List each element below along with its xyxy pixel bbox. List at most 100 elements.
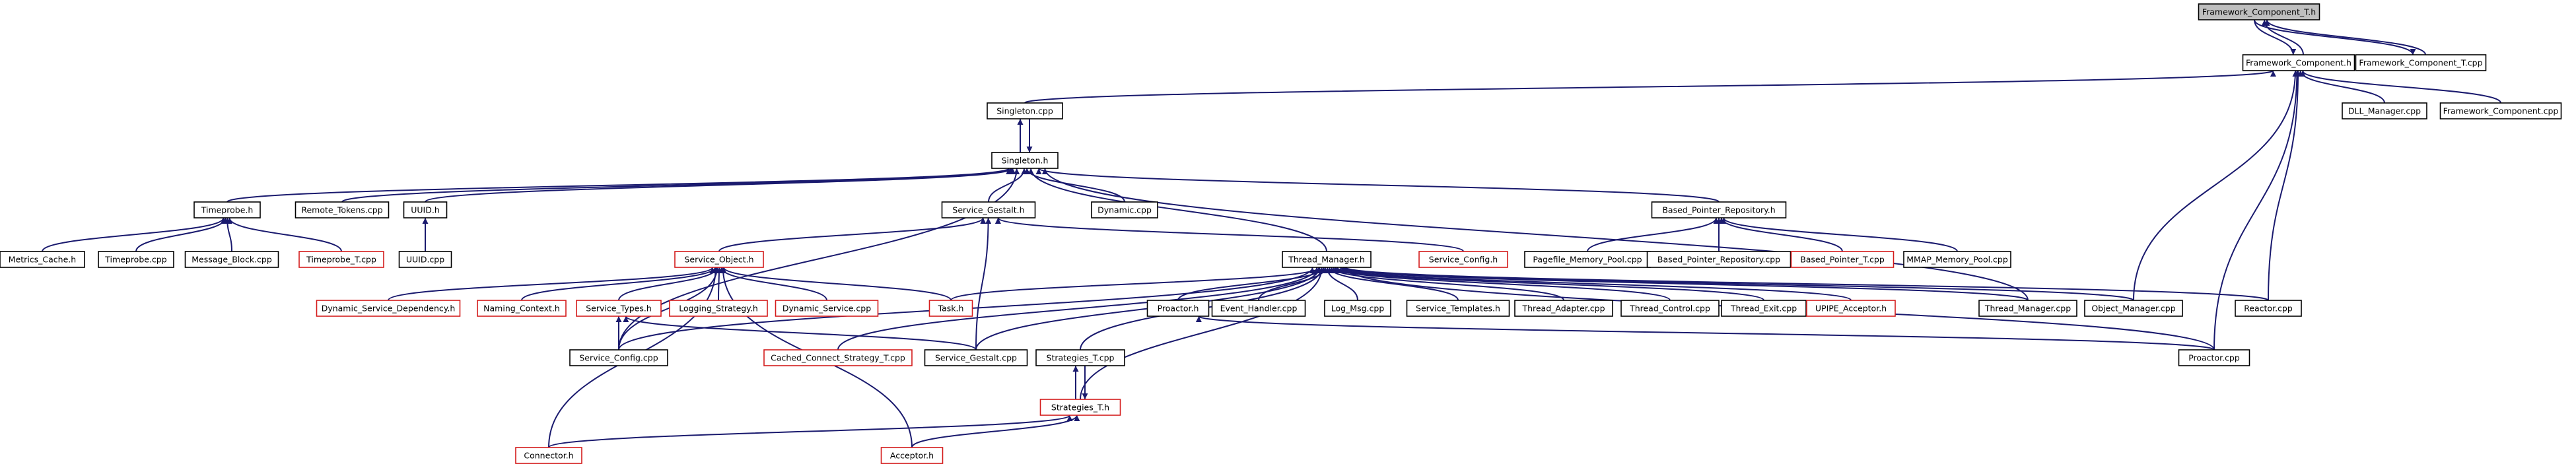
node-service-object-h[interactable]: Service_Object.h bbox=[674, 251, 764, 268]
node-naming-context-h[interactable]: Naming_Context.h bbox=[477, 300, 567, 317]
node-label: Message_Block.cpp bbox=[191, 255, 272, 265]
node-log-msg-cpp[interactable]: Log_Msg.cpp bbox=[1324, 300, 1391, 317]
node-label: Task.h bbox=[938, 304, 964, 314]
node-acceptor-h[interactable]: Acceptor.h bbox=[880, 447, 944, 464]
node-label: Object_Manager.cpp bbox=[2091, 304, 2175, 314]
node-service-config-h[interactable]: Service_Config.h bbox=[1418, 251, 1508, 268]
node-event-handler-cpp[interactable]: Event_Handler.cpp bbox=[1211, 300, 1306, 317]
node-box bbox=[1790, 251, 1895, 268]
node-dynamic-service-dependency-h[interactable]: Dynamic_Service_Dependency.h bbox=[316, 300, 461, 317]
node-service-templates-h[interactable]: Service_Templates.h bbox=[1406, 300, 1510, 317]
node-remote-tokens-cpp[interactable]: Remote_Tokens.cpp bbox=[295, 201, 390, 218]
node-based-pointer-t-cpp[interactable]: Based_Pointer_T.cpp bbox=[1790, 251, 1895, 268]
node-service-config-cpp[interactable]: Service_Config.cpp bbox=[569, 349, 668, 366]
node-thread-adapter-cpp[interactable]: Thread_Adapter.cpp bbox=[1514, 300, 1613, 317]
node-box bbox=[1091, 201, 1158, 218]
node-uuid-h[interactable]: UUID.h bbox=[403, 201, 448, 218]
node-box bbox=[2242, 54, 2355, 71]
node-task-h[interactable]: Task.h bbox=[928, 300, 973, 317]
node-label: Thread_Exit.cpp bbox=[1730, 304, 1797, 314]
node-framework-component-h[interactable]: Framework_Component.h bbox=[2242, 54, 2355, 71]
node-label: Dynamic.cpp bbox=[1097, 205, 1152, 215]
edge-dll-manager-cpp-to-framework-component-h bbox=[2297, 70, 2385, 104]
node-box bbox=[2355, 54, 2487, 71]
node-framework-component-t-cpp[interactable]: Framework_Component_T.cpp bbox=[2355, 54, 2487, 71]
node-box bbox=[569, 349, 668, 366]
node-message-block-cpp[interactable]: Message_Block.cpp bbox=[184, 251, 279, 268]
edge-reactor-cpp-to-thread-manager-h bbox=[1342, 267, 2269, 301]
node-label: Dynamic_Service.cpp bbox=[783, 304, 871, 314]
node-cached-connect-strategy-t-cpp[interactable]: Cached_Connect_Strategy_T.cpp bbox=[763, 349, 913, 366]
node-box bbox=[2084, 300, 2183, 317]
node-mmap-memory-pool-cpp[interactable]: MMAP_Memory_Pool.cpp bbox=[1903, 251, 2011, 268]
node-upipe-acceptor-h[interactable]: UPIPE_Acceptor.h bbox=[1806, 300, 1896, 317]
node-box bbox=[2198, 3, 2320, 20]
node-label: Cached_Connect_Strategy_T.cpp bbox=[771, 353, 905, 363]
node-based-pointer-repository-cpp[interactable]: Based_Pointer_Repository.cpp bbox=[1646, 251, 1792, 268]
edge-dynamic-service-dependency-h-to-service-object-h bbox=[388, 267, 716, 301]
node-connector-h[interactable]: Connector.h bbox=[515, 447, 582, 464]
node-box bbox=[576, 300, 662, 317]
node-service-types-h[interactable]: Service_Types.h bbox=[576, 300, 662, 317]
node-box bbox=[1418, 251, 1508, 268]
edge-thread-manager-cpp-to-singleton-h bbox=[1042, 168, 2029, 301]
edge-cached-connect-strategy-t-cpp-to-thread-manager-h bbox=[837, 267, 1320, 351]
node-label: Framework_Component.cpp bbox=[2443, 106, 2559, 116]
node-timeprobe-t-cpp[interactable]: Timeprobe_T.cpp bbox=[298, 251, 384, 268]
node-dll-manager-cpp[interactable]: DLL_Manager.cpp bbox=[2342, 102, 2427, 119]
node-framework-component-cpp[interactable]: Framework_Component.cpp bbox=[2439, 102, 2562, 119]
edge-thread-exit-cpp-to-thread-manager-h bbox=[1332, 267, 1764, 301]
edge-proactor-h-to-thread-manager-h bbox=[1177, 267, 1327, 301]
node-thread-manager-h[interactable]: Thread_Manager.h bbox=[1282, 251, 1372, 268]
node-box bbox=[1211, 300, 1306, 317]
edge-service-gestalt-h-to-singleton-h bbox=[988, 168, 1027, 203]
node-timeprobe-h[interactable]: Timeprobe.h bbox=[193, 201, 261, 218]
node-box bbox=[398, 251, 452, 268]
edge-upipe-acceptor-h-to-thread-manager-h bbox=[1334, 267, 1852, 301]
node-thread-manager-cpp[interactable]: Thread_Manager.cpp bbox=[1978, 300, 2077, 317]
node-label: Log_Msg.cpp bbox=[1331, 304, 1385, 314]
node-timeprobe-cpp[interactable]: Timeprobe.cpp bbox=[98, 251, 174, 268]
node-dynamic-cpp[interactable]: Dynamic.cpp bbox=[1091, 201, 1158, 218]
edge-dynamic-cpp-to-singleton-h bbox=[1024, 168, 1125, 203]
node-box bbox=[2178, 349, 2250, 366]
edge-naming-context-h-to-service-object-h bbox=[521, 267, 718, 301]
node-label: Thread_Adapter.cpp bbox=[1521, 304, 1605, 314]
edge-thread-manager-h-to-singleton-h bbox=[1027, 168, 1327, 252]
node-based-pointer-repository-h[interactable]: Based_Pointer_Repository.h bbox=[1651, 201, 1787, 218]
node-service-gestalt-cpp[interactable]: Service_Gestalt.cpp bbox=[924, 349, 1028, 366]
node-proactor-h[interactable]: Proactor.h bbox=[1146, 300, 1210, 317]
node-box bbox=[477, 300, 567, 317]
node-strategies-t-cpp[interactable]: Strategies_T.cpp bbox=[1035, 349, 1125, 366]
node-thread-control-cpp[interactable]: Thread_Control.cpp bbox=[1620, 300, 1720, 317]
node-framework-component-t-h[interactable]: Framework_Component_T.h bbox=[2198, 3, 2320, 20]
node-label: Remote_Tokens.cpp bbox=[301, 205, 382, 215]
node-singleton-cpp[interactable]: Singleton.cpp bbox=[987, 102, 1063, 119]
node-label: Service_Templates.h bbox=[1416, 304, 1500, 314]
edge-metrics-cache-h-to-timeprobe-h bbox=[42, 217, 226, 252]
node-box bbox=[1646, 251, 1792, 268]
node-label: DLL_Manager.cpp bbox=[2348, 106, 2421, 116]
node-thread-exit-cpp[interactable]: Thread_Exit.cpp bbox=[1721, 300, 1807, 317]
node-pagefile-memory-pool-cpp[interactable]: Pagefile_Memory_Pool.cpp bbox=[1524, 251, 1651, 268]
node-singleton-h[interactable]: Singleton.h bbox=[991, 152, 1059, 169]
node-metrics-cache-h[interactable]: Metrics_Cache.h bbox=[0, 251, 85, 268]
edge-message-block-cpp-to-timeprobe-h bbox=[224, 217, 232, 252]
node-service-gestalt-h[interactable]: Service_Gestalt.h bbox=[941, 201, 1036, 218]
node-reactor-cpp[interactable]: Reactor.cpp bbox=[2235, 300, 2302, 317]
edge-proactor-cpp-to-framework-component-h bbox=[2213, 70, 2300, 351]
edge-uuid-h-to-singleton-h bbox=[425, 168, 1016, 203]
node-object-manager-cpp[interactable]: Object_Manager.cpp bbox=[2084, 300, 2183, 317]
node-box bbox=[941, 201, 1036, 218]
node-proactor-cpp[interactable]: Proactor.cpp bbox=[2178, 349, 2250, 366]
node-dynamic-service-cpp[interactable]: Dynamic_Service.cpp bbox=[775, 300, 879, 317]
edge-service-config-h-to-service-gestalt-h bbox=[995, 217, 1464, 252]
node-logging-strategy-h[interactable]: Logging_Strategy.h bbox=[669, 300, 768, 317]
node-box bbox=[295, 201, 390, 218]
node-label: Timeprobe_T.cpp bbox=[306, 255, 376, 265]
node-box bbox=[669, 300, 768, 317]
node-strategies-t-h[interactable]: Strategies_T.h bbox=[1039, 399, 1121, 416]
node-uuid-cpp[interactable]: UUID.cpp bbox=[398, 251, 452, 268]
edge-service-config-cpp-to-service-object-h bbox=[618, 267, 720, 351]
